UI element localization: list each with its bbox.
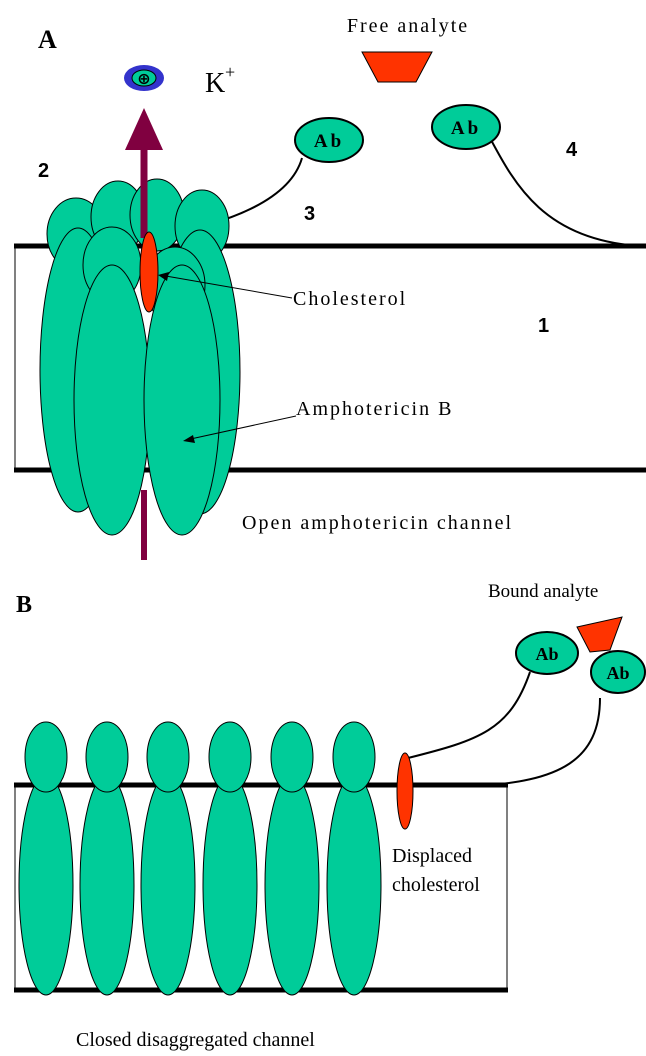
free-analyte-shape [362,52,432,82]
displaced-label-line1: Displaced [392,845,472,867]
lipid-head [25,722,67,792]
lipid-tail [74,265,150,535]
lipid-monomer [141,722,195,995]
panel-a: A [14,15,646,560]
displaced-cholesterol-shape [397,753,413,829]
lipid-monomer [327,722,381,995]
lipid-monomer [265,722,319,995]
lipid-tail [265,775,319,995]
lipid-monomer [80,722,134,995]
label-number-4: 4 [566,139,578,161]
antibody-b-right: Ab [591,651,645,693]
lipid-monomer [203,722,257,995]
cholesterol-label: Cholesterol [293,288,407,310]
lipid-tail [141,775,195,995]
ion-name: K [205,68,225,99]
lipid-tail [203,775,257,995]
lipid-head [86,722,128,792]
ion-charge: + [225,62,235,82]
antibody-label: Ab [451,118,481,139]
label-number-3: 3 [304,203,315,225]
panel-a-label: A [38,25,57,54]
label-number-1: 1 [538,315,549,337]
lipid-head [271,722,313,792]
displaced-label-line2: cholesterol [392,874,480,896]
tether-b-right [474,698,600,786]
label-number-2: 2 [38,160,49,182]
ion-flux-arrow-head [125,108,163,150]
antibody-a-left: Ab [295,118,363,162]
bound-analyte-label: Bound analyte [488,581,598,602]
lipid-tail [327,775,381,995]
disaggregated-lipids [19,722,381,995]
antibody-label: Ab [314,131,344,152]
plus-charge-icon: ⊕ [137,71,150,88]
tether-b-left [408,672,530,758]
lipid-tail [80,775,134,995]
lipid-monomer [19,722,73,995]
panel-a-caption: Open amphotericin channel [242,512,513,534]
amphotericin-label: Amphotericin B [296,398,453,420]
antibody-b-left: Ab [516,632,578,674]
amphotericin-channel [40,179,240,535]
bound-analyte-shape [577,617,622,652]
panel-b-caption: Closed disaggregated channel [76,1029,315,1051]
tether-4 [490,138,640,246]
cholesterol-in-channel [140,232,158,312]
lipid-head [147,722,189,792]
panel-b: B [14,581,645,1051]
panel-b-label: B [16,592,32,618]
antibody-label: Ab [606,663,629,683]
lipid-head [333,722,375,792]
antibody-a-right: Ab [432,105,500,149]
potassium-ion: ⊕ [124,65,164,91]
antibody-label: Ab [535,644,558,664]
free-analyte-label: Free analyte [347,15,469,37]
lipid-head [209,722,251,792]
lipid-tail [144,265,220,535]
lipid-tail [19,775,73,995]
